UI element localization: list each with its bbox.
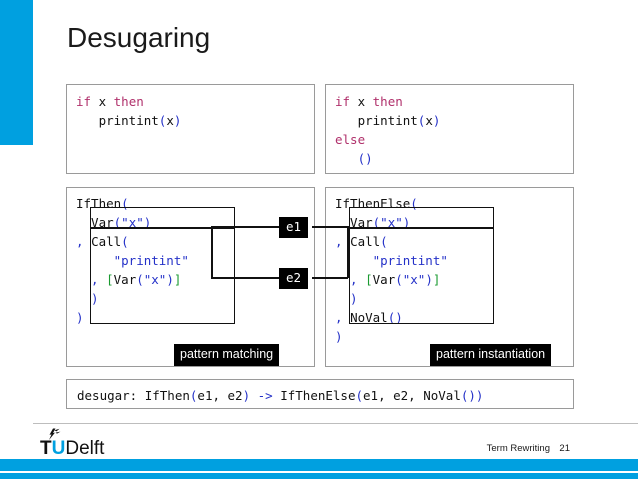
rewrite-rule-code: desugar: IfThen(e1, e2) -> IfThenElse(e1… xyxy=(77,388,484,403)
connector-line-e1-right xyxy=(312,226,348,228)
tu-delft-logo: TUDelft xyxy=(40,428,126,458)
ast-box-if-then-else: IfThenElse( Var("x") , Call( "printint" … xyxy=(325,187,574,367)
logo-letter-t: T xyxy=(40,438,52,459)
page-title: Desugaring xyxy=(67,22,211,53)
connector-line-e2-left xyxy=(211,277,279,279)
footer-course-name: Term Rewriting xyxy=(486,443,550,454)
accent-bar-left xyxy=(0,0,33,145)
badge-e1: e1 xyxy=(279,217,309,238)
source-code-if-then: if x then printint(x) xyxy=(76,94,182,128)
badge-e2: e2 xyxy=(279,268,309,289)
caption-pattern-instantiation: pattern instantiation xyxy=(430,344,552,366)
connector-line-e1-left xyxy=(211,226,279,228)
logo-word-delft: Delft xyxy=(65,438,105,459)
source-code-if-then-else: if x then printint(x) else () xyxy=(335,94,441,166)
ast-code-if-then-else: IfThenElse( Var("x") , Call( "printint" … xyxy=(335,196,448,344)
footer-page-number: 21 xyxy=(559,443,570,454)
flame-icon xyxy=(49,428,61,440)
connector-line-vertical-right xyxy=(347,226,349,278)
tu-delft-wordmark: TUDelft xyxy=(40,439,104,458)
ast-code-if-then: IfThen( Var("x") , Call( "printint" , [V… xyxy=(76,196,189,325)
logo-letter-u: U xyxy=(51,438,66,459)
source-box-if-then: if x then printint(x) xyxy=(66,84,315,174)
rewrite-rule-box: desugar: IfThen(e1, e2) -> IfThenElse(e1… xyxy=(66,379,574,409)
connector-line-e2-right xyxy=(312,277,348,279)
accent-bar-bottom-secondary xyxy=(0,473,638,479)
caption-pattern-matching: pattern matching xyxy=(174,344,280,366)
source-box-if-then-else: if x then printint(x) else () xyxy=(325,84,574,174)
accent-bar-bottom-primary xyxy=(0,459,638,471)
connector-line-vertical-left xyxy=(211,226,213,278)
footer-divider xyxy=(33,423,638,424)
